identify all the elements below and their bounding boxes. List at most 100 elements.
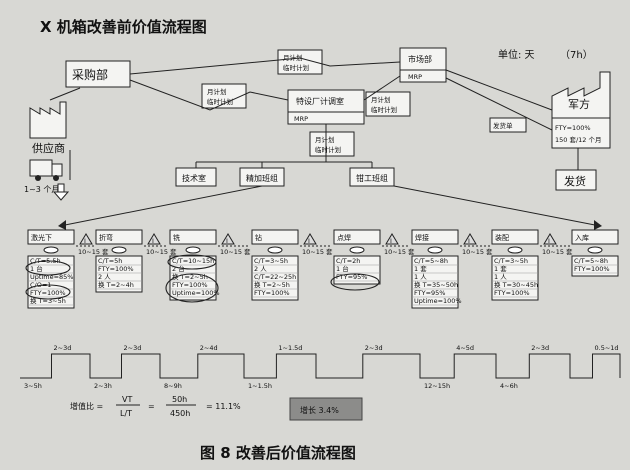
operator-icon: [111, 246, 127, 254]
timeline-wait: 0.5~1d: [595, 344, 619, 352]
timeline-process-time: 4~6h: [500, 382, 518, 390]
customer-label: 军方: [568, 97, 590, 111]
process-data-line: 2 台: [172, 264, 185, 273]
process-data-box: [571, 255, 619, 277]
process-data-line: 1 台: [336, 264, 349, 273]
plan-note-text: 临时计划: [207, 97, 233, 106]
supplier-label: 供应商: [32, 141, 65, 155]
dispatch-mrp: MRP: [294, 115, 308, 123]
customer-factory-icon: [551, 71, 611, 119]
inventory-count: 10~15 套: [542, 247, 573, 256]
formula-equals: =: [148, 402, 155, 411]
inventory-triangle-icon: I: [221, 233, 235, 245]
highlight-ellipse: [330, 273, 380, 291]
process-data-box: [333, 255, 381, 285]
operator-icon: [267, 246, 283, 254]
process-data-line: 换 T=30~45h: [494, 280, 538, 289]
process-header: [333, 229, 381, 245]
inventory-triangle-icon: I: [463, 233, 477, 245]
process-data-line: Uptime=100%: [172, 289, 220, 297]
timeline-process-time: 12~15h: [424, 382, 450, 390]
inventory-mark: I: [152, 237, 154, 245]
process-data-line: C/T=5~8h: [574, 257, 608, 265]
growth-badge: [289, 397, 363, 421]
inventory-count: 10~15 套: [462, 247, 493, 256]
customer-stat-2: 150 套/12 个月: [555, 135, 602, 144]
plan-note-dispatch-purchase: [201, 83, 247, 109]
formula-rhs-num: 50h: [172, 395, 187, 404]
process-block: 焊接C/T=5~8h1 套1 人换 T=35~50hFTY=95%Uptime=…: [411, 229, 462, 309]
formula-lhs-den: L/T: [120, 409, 132, 418]
growth-badge-label: 增长 3.4%: [300, 405, 339, 415]
process-data-line: 换 T=35~50h: [414, 280, 458, 289]
formula-rhs-den: 450h: [170, 409, 190, 418]
highlight-ellipse: [167, 254, 217, 270]
process-name: 焊接: [415, 233, 429, 242]
operator-icon: [427, 246, 443, 254]
operator-icon: [185, 246, 201, 254]
process-data-line: 2 人: [98, 273, 111, 281]
process-name: 钻: [255, 233, 262, 242]
ship-note: 发货单: [493, 121, 513, 130]
timeline-process-time: 3~5h: [24, 382, 42, 390]
highlight-ellipse: [165, 273, 219, 303]
formula-result: = 11.1%: [206, 402, 241, 411]
highlight-ellipse: [25, 284, 71, 300]
operator-icon: [349, 246, 365, 254]
process-data-line: C/T=5~8h: [414, 257, 448, 265]
inventory-mark: I: [308, 237, 310, 245]
process-data-line: Uptime=85%: [30, 273, 73, 281]
process-data-line: FTY=100%: [574, 265, 610, 273]
process-header: [251, 229, 299, 245]
inventory-count: 10~15 套: [78, 247, 109, 256]
customer-stat-1: FTY=100%: [555, 124, 591, 132]
purchasing-label: 采购部: [72, 67, 108, 82]
group-fitter-label: 钳工班组: [356, 173, 388, 183]
process-data-box: [169, 255, 217, 301]
purchasing-box: [65, 60, 131, 88]
process-data-line: FTY=95%: [336, 273, 367, 281]
process-header: [491, 229, 539, 245]
inventory-mark: I: [84, 237, 86, 245]
inventory-mark: I: [468, 237, 470, 245]
process-header: [95, 229, 143, 245]
process-header: [571, 229, 619, 245]
process-data-line: C/T=10~15h: [172, 257, 214, 265]
process-data-box: [95, 255, 143, 293]
timeline-wait: 1~1.5d: [278, 344, 302, 352]
timeline-ladder: 2~3d3~5h2~3d2~3h2~4d8~9h1~1.5d1~1.5h2~3d…: [20, 344, 621, 390]
process-data-line: 1 套: [494, 264, 507, 273]
inventory-mark: I: [548, 237, 550, 245]
inventory-count: 10~15 套: [220, 247, 251, 256]
plan-note-text: 临时计划: [315, 145, 341, 154]
plan-note-market-dispatch: [365, 91, 411, 117]
timeline-process-time: 2~3h: [94, 382, 112, 390]
process-name: 激光下: [31, 233, 52, 242]
unit-value: （7h）: [560, 49, 593, 61]
dispatch-box: [287, 89, 365, 125]
ship-box: [555, 169, 597, 191]
plan-note-text: 月计划: [315, 135, 335, 144]
inventory-triangle-icon: I: [385, 233, 399, 245]
group-machining-label: 精加班组: [246, 173, 278, 183]
process-name: 装配: [495, 233, 509, 242]
supplier-cycle: 1~3 个月: [24, 185, 59, 194]
process-data-box: [411, 255, 459, 309]
unit-label: 单位: 天: [498, 48, 535, 61]
process-data-line: FTY=100%: [30, 289, 66, 297]
timeline-process-time: 8~9h: [164, 382, 182, 390]
process-data-line: 换 T=2~4h: [98, 280, 134, 289]
inventory-count: 10~15 套: [384, 247, 415, 256]
process-header: [27, 229, 75, 245]
timeline-wait: 2~3d: [54, 344, 72, 352]
process-data-line: 2 人: [254, 265, 267, 273]
inventory-triangle-icon: I: [543, 233, 557, 245]
process-data-line: 换 T=2~5h: [254, 280, 290, 289]
process-name: 入库: [575, 233, 589, 242]
process-data-line: C/T=2h: [336, 257, 360, 265]
process-data-line: C/T=5h: [98, 257, 122, 265]
